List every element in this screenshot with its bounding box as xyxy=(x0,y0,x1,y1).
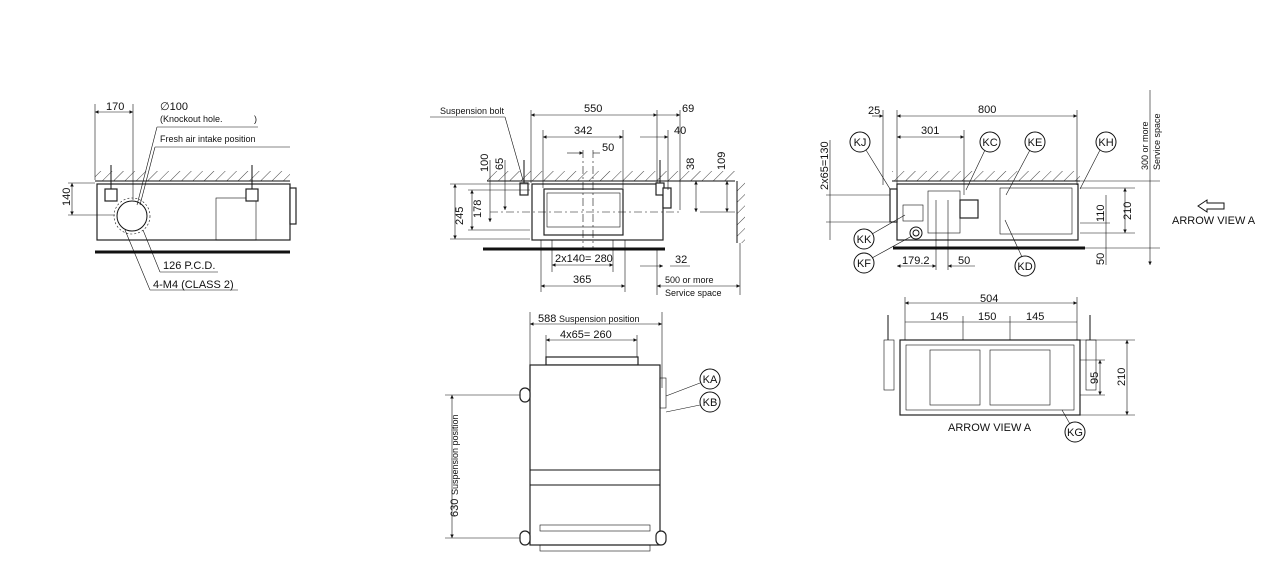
ceiling-hatch xyxy=(892,171,1080,181)
hanger-bracket xyxy=(104,165,259,202)
dim-588: 588 xyxy=(538,313,556,325)
screws-label: 4-M4 (CLASS 2) xyxy=(153,279,234,291)
dim-65: 65 xyxy=(494,158,506,170)
service-space-label: Service space xyxy=(1152,113,1162,170)
dim-145b: 145 xyxy=(1026,311,1044,323)
ceiling-hatch xyxy=(95,171,290,181)
callout-kk: KK xyxy=(857,234,872,246)
dim-210: 210 xyxy=(1116,368,1128,386)
arrow-view-title: ARROW VIEW A xyxy=(948,422,1032,434)
wall-hatch xyxy=(737,181,745,243)
rear-view: 25 800 301 2x65=130 179.2 50 210 110 50 … xyxy=(819,90,1256,277)
service-space-label: Service space xyxy=(665,288,722,298)
diameter-label: ∅100 xyxy=(160,101,188,113)
callout-kb: KB xyxy=(703,397,718,409)
unit-body xyxy=(896,183,1079,241)
dim-178: 178 xyxy=(472,200,484,218)
callout-kc: KC xyxy=(982,137,997,149)
knockout-hole xyxy=(116,200,148,232)
dim-588-label: Suspension position xyxy=(559,314,640,324)
dim-145a: 145 xyxy=(930,311,948,323)
dim-260: 4x65= 260 xyxy=(560,329,612,341)
callout-kj: KJ xyxy=(854,137,867,149)
dim-69: 69 xyxy=(682,103,694,115)
knockout-label: (Knockout hole. xyxy=(160,114,223,124)
dim-630-label: Suspension position xyxy=(450,414,460,495)
callout-ke: KE xyxy=(1028,137,1043,149)
callout-kg: KG xyxy=(1067,427,1083,439)
dim-40: 40 xyxy=(674,125,686,137)
dim-245: 245 xyxy=(454,207,466,225)
side-view: 170 ∅100 (Knockout hole. ) Fresh air int… xyxy=(61,101,297,291)
dim-100: 100 xyxy=(479,154,491,172)
dim-150: 150 xyxy=(978,311,996,323)
dim-630: 630 xyxy=(449,499,461,517)
dim-95: 95 xyxy=(1089,372,1101,384)
dim-179: 179.2 xyxy=(902,255,930,267)
dim-32: 32 xyxy=(675,254,687,266)
pcd-label: 126 P.C.D. xyxy=(163,260,215,272)
arrow-left-icon xyxy=(1197,199,1225,213)
callout-kf: KF xyxy=(857,258,871,270)
knockout-paren: ) xyxy=(254,114,257,124)
top-view: 588 Suspension position 4x65= 260 630 Su… xyxy=(445,312,721,552)
dim-109: 109 xyxy=(716,152,728,170)
dim-50: 50 xyxy=(602,142,614,154)
front-view: Suspension bolt 550 69 342 40 50 245 178… xyxy=(430,103,745,298)
dim-504: 504 xyxy=(980,293,998,305)
arrow-view-label: ARROW VIEW A xyxy=(1172,215,1256,227)
dim-50: 50 xyxy=(958,255,970,267)
dim-25: 25 xyxy=(868,105,880,117)
dim-130: 2x65=130 xyxy=(819,141,831,190)
suspension-bolt-label: Suspension bolt xyxy=(440,106,505,116)
dim-110: 110 xyxy=(1095,204,1107,222)
dim-301: 301 xyxy=(921,125,939,137)
dim-50b: 50 xyxy=(1095,253,1107,265)
arrow-view-a: 504 145 150 145 95 210 ARROW VIEW A KG xyxy=(883,293,1135,443)
dim-365: 365 xyxy=(573,274,591,286)
callout-ka: KA xyxy=(703,374,718,386)
dim-550: 550 xyxy=(584,103,602,115)
fresh-air-label: Fresh air intake position xyxy=(160,134,256,144)
service-space-dim: 300 or more xyxy=(1140,121,1150,170)
service-space-dim: 500 or more xyxy=(665,275,714,285)
dim-38: 38 xyxy=(685,158,697,170)
callout-kh: KH xyxy=(1098,137,1113,149)
unit-body xyxy=(529,364,661,546)
dim-342: 342 xyxy=(574,125,592,137)
dim-210: 210 xyxy=(1122,202,1134,220)
dim-280: 2x140= 280 xyxy=(555,253,613,265)
dim-140: 140 xyxy=(61,188,73,206)
dim-800: 800 xyxy=(978,104,996,116)
callout-kd: KD xyxy=(1017,261,1032,273)
ceiling-hatch xyxy=(487,171,735,181)
dim-170: 170 xyxy=(106,101,124,113)
